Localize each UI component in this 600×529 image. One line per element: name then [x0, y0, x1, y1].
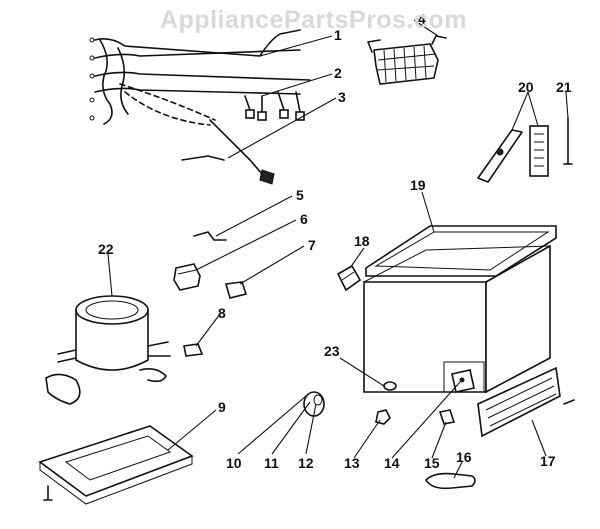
callout-labels: 1 2 3 4 5 6 7 8 9 10 11 12 13 14 15 16 1… [98, 11, 572, 471]
callout-16: 16 [456, 449, 472, 465]
callout-20: 20 [518, 79, 534, 95]
callout-6: 6 [300, 211, 308, 227]
leader-lines [107, 19, 569, 479]
callout-2: 2 [334, 65, 342, 81]
wire-clip [193, 231, 227, 241]
start-relay [173, 263, 201, 291]
callout-11: 11 [264, 455, 279, 471]
light-bulb [424, 472, 476, 490]
callout-14: 14 [384, 455, 400, 471]
temperature-probe [563, 117, 573, 165]
callout-18: 18 [354, 233, 370, 249]
control-knob [438, 409, 456, 425]
watermark-text: AppliancePartsPros.com [160, 6, 467, 34]
callout-4: 4 [418, 11, 426, 27]
rear-grille [477, 366, 575, 438]
storage-basket [367, 35, 447, 85]
callout-19: 19 [410, 177, 426, 193]
callout-13: 13 [344, 455, 360, 471]
callout-7: 7 [308, 237, 316, 253]
overload-protector [224, 281, 248, 299]
callout-9: 9 [218, 399, 226, 415]
callout-17: 17 [540, 453, 556, 469]
callout-12: 12 [298, 455, 314, 471]
callout-23: 23 [324, 343, 340, 359]
callout-10: 10 [226, 455, 242, 471]
compressor [45, 295, 171, 405]
mounting-grommet [183, 343, 204, 357]
freezer-lid [365, 225, 557, 277]
callout-15: 15 [424, 455, 440, 471]
callout-3: 3 [338, 89, 346, 105]
thermostat-control [477, 125, 549, 183]
wire-harness-assembly [89, 29, 311, 185]
callout-5: 5 [296, 187, 304, 203]
control-bracket [451, 369, 475, 393]
callout-22: 22 [98, 241, 114, 257]
callout-1: 1 [334, 27, 342, 43]
drain-plug [383, 381, 397, 391]
callout-21: 21 [556, 79, 572, 95]
base-plate [38, 425, 194, 505]
lid-switch [336, 264, 362, 292]
callout-8: 8 [218, 305, 226, 321]
freezer-cabinet [363, 244, 551, 394]
